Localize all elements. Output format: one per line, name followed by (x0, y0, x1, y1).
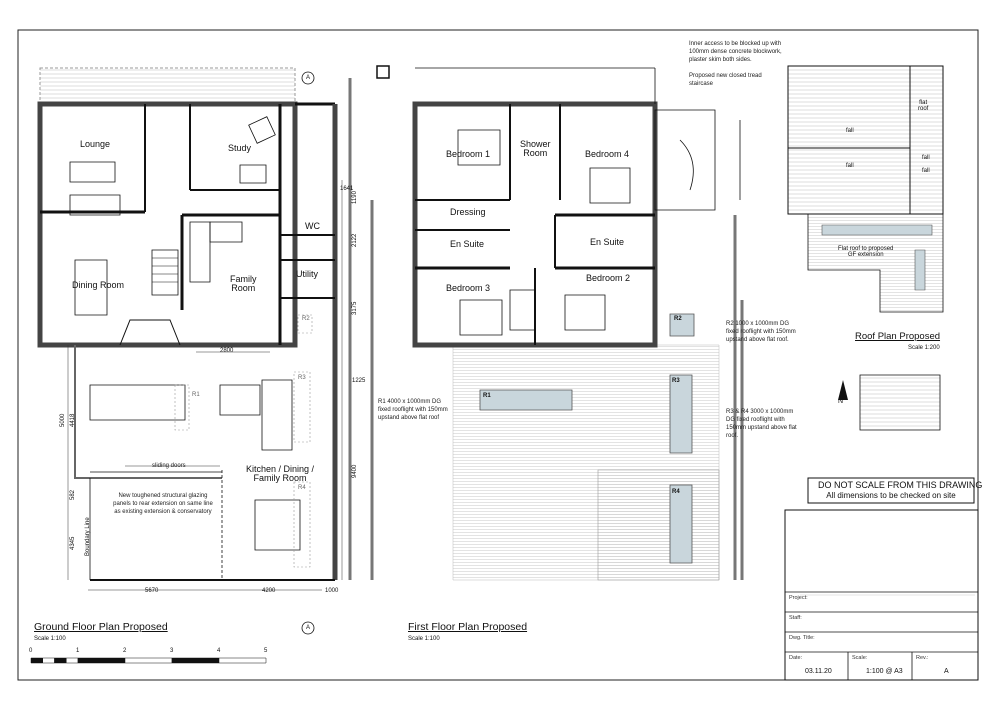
scale-bar-subsegment (66, 658, 78, 663)
roof-label-flat-roof: flat roof (918, 100, 929, 112)
roof-label-fall-3: fall (922, 155, 930, 161)
dim-5000: 5000 (60, 413, 66, 427)
dim-1225: 1225 (352, 378, 366, 384)
room-label-wc: WC (305, 221, 320, 231)
dim-4418: 4418 (70, 413, 76, 427)
first-floor-plan (415, 68, 742, 580)
room-label-bedroom-3: Bedroom 3 (446, 283, 491, 293)
title-block-project-label: Project: (789, 595, 808, 601)
scale-tick-2: 2 (123, 648, 127, 654)
scale-bar-segment (125, 658, 172, 663)
note-glazing-panels: New toughened structural glazing panels … (113, 493, 213, 515)
note-rooflight-r2: R2 1000 x 1000mm DG fixed rooflight with… (726, 321, 796, 343)
room-label-ensuite-1: En Suite (450, 239, 485, 249)
room-label-shower: Shower Room (520, 139, 551, 158)
rooflight-tag-ff-r1: R1 (483, 393, 491, 399)
room-label-bedroom-2: Bedroom 2 (586, 273, 631, 283)
room-label-dining: Dining Room (72, 280, 125, 290)
section-marker-top: A (306, 75, 311, 81)
scale-bar (31, 658, 266, 663)
rooflight-tag-ff-r3: R3 (672, 378, 680, 384)
warning-line-2: All dimensions to be checked on site (826, 491, 956, 500)
warning-box (808, 478, 974, 503)
rooflight-tag-gf-r3: R3 (298, 375, 306, 381)
rooflight-tag-gf-r1: R1 (192, 392, 200, 398)
title-block-date-value: 03.11.20 (805, 668, 832, 675)
note-sliding-doors: sliding doors (152, 463, 186, 469)
section-marker-bottom: A (306, 625, 311, 631)
room-label-bedroom-4: Bedroom 4 (585, 149, 630, 159)
ground-floor-scale: Scale 1:100 (34, 636, 66, 642)
scale-tick-4: 4 (217, 648, 221, 654)
north-arrow-label: N (838, 398, 844, 405)
title-block-date-label: Date: (789, 655, 803, 661)
room-label-ensuite-2: En Suite (590, 237, 625, 247)
room-label-family: Family Room (230, 274, 257, 293)
dim-3175: 3175 (352, 301, 358, 315)
roof-label-fall-1: fall (846, 128, 854, 134)
roof-plan-title: Roof Plan Proposed (855, 331, 941, 342)
rooflight-tag-gf-r4: R4 (298, 485, 306, 491)
note-rooflight-r3r4: R3 & R4 3000 x 1000mm DG fixed rooflight… (726, 409, 797, 439)
rooflight-tag-ff-r2: R2 (674, 316, 682, 322)
title-block-scale-value: 1:100 @ A3 (866, 668, 903, 675)
scale-bar-subsegment (55, 658, 67, 663)
dim-4200: 4200 (262, 588, 276, 594)
room-label-bedroom-1: Bedroom 1 (446, 149, 491, 159)
roof-label-fall-4: fall (922, 168, 930, 174)
dim-2122: 2122 (352, 233, 358, 247)
dim-1000: 1000 (325, 588, 339, 594)
scale-bar-segment (219, 658, 266, 663)
room-label-study: Study (228, 143, 252, 153)
warning-line-1: DO NOT SCALE FROM THIS DRAWING (818, 480, 983, 490)
roof-label-flat-roof-note: Flat roof to proposed GF extension (838, 246, 894, 258)
title-block-dwg-title-label: Dwg. Title: (789, 635, 815, 641)
title-block-rev-label: Rev.: (916, 655, 929, 661)
note-inner-access: Inner access to be blocked up with 100mm… (689, 41, 782, 63)
ground-floor-plan (40, 66, 389, 634)
roof-label-fall-2: fall (846, 163, 854, 169)
rooflight-tag-ff-r4: R4 (672, 489, 680, 495)
scale-tick-0: 0 (29, 648, 33, 654)
roof-plan (788, 66, 943, 430)
room-label-lounge: Lounge (80, 139, 111, 149)
dim-582: 582 (70, 489, 76, 500)
ground-floor-title: Ground Floor Plan Proposed (34, 621, 168, 633)
first-floor-scale: Scale 1:100 (408, 636, 440, 642)
scale-bar-subsegment (31, 658, 43, 663)
sheet-border (18, 30, 978, 680)
dim-4345: 4345 (70, 536, 76, 550)
room-label-utility: Utility (296, 269, 318, 279)
room-label-kitchen: Kitchen / Dining / Family Room (246, 464, 315, 483)
note-staircase: Proposed new closed tread staircase (689, 73, 762, 87)
scale-bar-subsegment (43, 658, 55, 663)
dim-1190: 1190 (352, 191, 358, 204)
first-floor-title: First Floor Plan Proposed (408, 621, 528, 633)
dim-5670: 5670 (145, 588, 159, 594)
roof-plan-scale: Scale 1:200 (908, 345, 940, 351)
title-block-staff-label: Staff: (789, 615, 802, 621)
title-block-scale-label: Scale: (852, 655, 868, 661)
dim-1641: 1641 (340, 186, 354, 192)
scale-tick-5: 5 (264, 648, 268, 654)
note-rooflight-r1: R1 4000 x 1000mm DG fixed rooflight with… (378, 399, 448, 421)
dim-9400: 9400 (352, 464, 358, 478)
dim-2800: 2800 (220, 348, 234, 354)
scale-bar-segment (78, 658, 125, 663)
rooflight-tag-gf-r2: R2 (302, 316, 310, 322)
note-boundary-line: Boundary Line (85, 517, 91, 556)
title-block-lines (785, 510, 978, 680)
scale-tick-3: 3 (170, 648, 174, 654)
title-block-rev-value: A (944, 668, 949, 675)
scale-tick-1: 1 (76, 648, 80, 654)
room-label-dressing: Dressing (450, 207, 486, 217)
scale-bar-segment (172, 658, 219, 663)
